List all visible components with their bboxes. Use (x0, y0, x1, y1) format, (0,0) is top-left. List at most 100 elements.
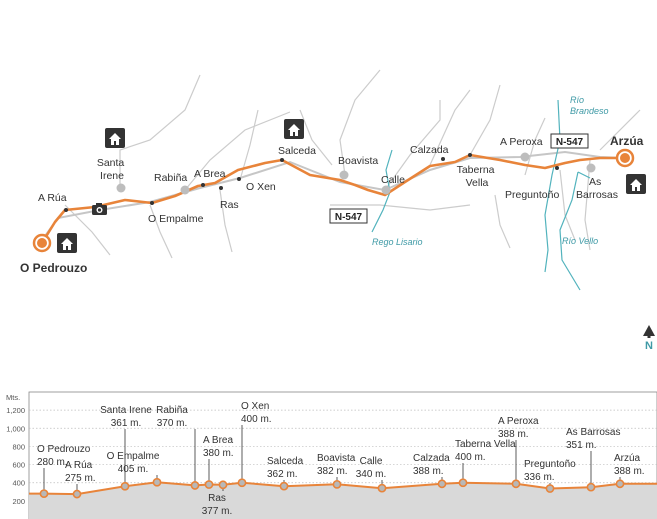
station-marker (586, 482, 596, 492)
road-line (559, 169, 576, 241)
station-marker (437, 479, 447, 489)
station-marker (377, 483, 387, 493)
station-elevation-label: 400 m. (241, 414, 272, 425)
station-marker (511, 479, 521, 489)
end-label: Arzúa (610, 134, 644, 148)
place-label-a-rua: A Rúa (38, 192, 67, 204)
place-label-santa-irene: Santa Irene (97, 157, 127, 182)
station-marker (190, 481, 200, 490)
station-elevation-label: 400 m. (455, 452, 486, 463)
station-elevation-label: 275 m. (65, 473, 96, 484)
station-elevation-label: 336 m. (524, 472, 555, 483)
station-name-label: As Barrosas (566, 427, 620, 438)
river-label-rio-vello: Río Vello (562, 236, 598, 246)
station-name-label: O Xen (241, 401, 269, 412)
station-name-label: A Rúa (65, 460, 93, 471)
village-dot (116, 183, 126, 193)
place-label-preguntono: Preguntoño (505, 189, 559, 201)
road-line (599, 109, 641, 151)
place-label-taberna-vella-line1: Taberna (457, 164, 495, 176)
route-dot (555, 166, 559, 170)
road-line (219, 189, 233, 253)
place-label-as-barrosas-line1: As (589, 176, 601, 188)
station-name-label: Rabiña (156, 405, 188, 416)
village-dot (520, 152, 530, 162)
n547-road (39, 150, 626, 244)
station-elevation-label: 340 m. (356, 469, 387, 480)
route-dot (468, 153, 472, 157)
station-elevation-label: 362 m. (267, 469, 298, 480)
route-dot (150, 201, 154, 205)
station-marker (615, 479, 625, 489)
station-marker (39, 489, 49, 498)
place-label-calle: Calle (381, 174, 405, 186)
village-dot (586, 163, 596, 173)
road-line (339, 69, 381, 176)
lodging-icon (626, 174, 646, 194)
station-name-label: Ras (208, 493, 226, 504)
profile-y-tick-label: 1,200 (6, 406, 25, 415)
station-name-label: Salceda (267, 456, 304, 467)
station-marker (204, 480, 214, 489)
place-label-taberna-vella-line2: Vella (466, 177, 489, 189)
place-label-ras: Ras (220, 199, 239, 211)
village-dots (116, 152, 596, 195)
station-name-label: O Pedrouzo (37, 444, 91, 455)
profile-y-tick-label: 800 (12, 442, 25, 451)
river-label-rego-lisario: Rego Lisario (372, 237, 423, 247)
north-arrow-icon: N (643, 325, 655, 352)
road-label: N-547 (556, 137, 584, 148)
route-dots (64, 153, 559, 212)
station-elevation-label: 388 m. (614, 466, 645, 477)
station-name-label: A Peroxa (498, 416, 539, 427)
route-dot (201, 183, 205, 187)
station-name-label: O Empalme (107, 451, 160, 462)
station-elevation-label: 382 m. (317, 466, 348, 477)
road-shield-n547-a: N-547 (329, 208, 368, 224)
profile-y-label: Mts. (6, 393, 20, 402)
route-dot (280, 158, 284, 162)
place-label-a-brea: A Brea (194, 168, 226, 180)
station-name-label: Santa Irene (100, 405, 152, 416)
road-line (469, 84, 501, 156)
place-label-salceda: Salceda (278, 145, 316, 157)
river-label-rio-brandeso-line1: Río (570, 95, 584, 105)
road-line (524, 117, 546, 176)
station-marker (279, 481, 289, 491)
road-line (299, 109, 333, 166)
station-name-label: Calle (360, 456, 383, 467)
route-dot (441, 157, 445, 161)
station-name-label: Boavista (317, 453, 356, 464)
station-marker (218, 480, 228, 490)
profile-y-tick-label: 400 (12, 479, 25, 488)
station-name-label: Preguntoño (524, 459, 576, 470)
road-line (149, 204, 173, 259)
station-name-label: Taberna Vella (455, 439, 516, 450)
station-name-label: Arzúa (614, 453, 641, 464)
place-label-santa-irene-line2: Irene (100, 170, 124, 182)
station-marker (152, 477, 162, 487)
place-label-taberna-vella: Taberna Vella (457, 164, 498, 189)
road-line (584, 159, 591, 251)
camera-icon (92, 203, 107, 215)
profile-y-tick-label: 600 (12, 461, 25, 470)
station-marker (120, 481, 130, 491)
end-marker (615, 148, 635, 168)
village-dot (381, 185, 391, 195)
start-marker (32, 233, 52, 253)
river-label-rio-brandeso-line2: Brandeso (570, 106, 609, 116)
station-elevation-label: 377 m. (202, 506, 233, 517)
place-label-a-peroxa: A Peroxa (500, 136, 543, 148)
route-line (40, 153, 625, 244)
place-label-o-empalme: O Empalme (148, 213, 204, 225)
route-dot (219, 186, 223, 190)
place-label-as-barrosas: As Barrosas (576, 176, 618, 201)
place-label-santa-irene-line1: Santa (97, 157, 125, 169)
road-line (119, 74, 201, 188)
lodging-icon (57, 233, 77, 253)
road-line (384, 100, 441, 191)
